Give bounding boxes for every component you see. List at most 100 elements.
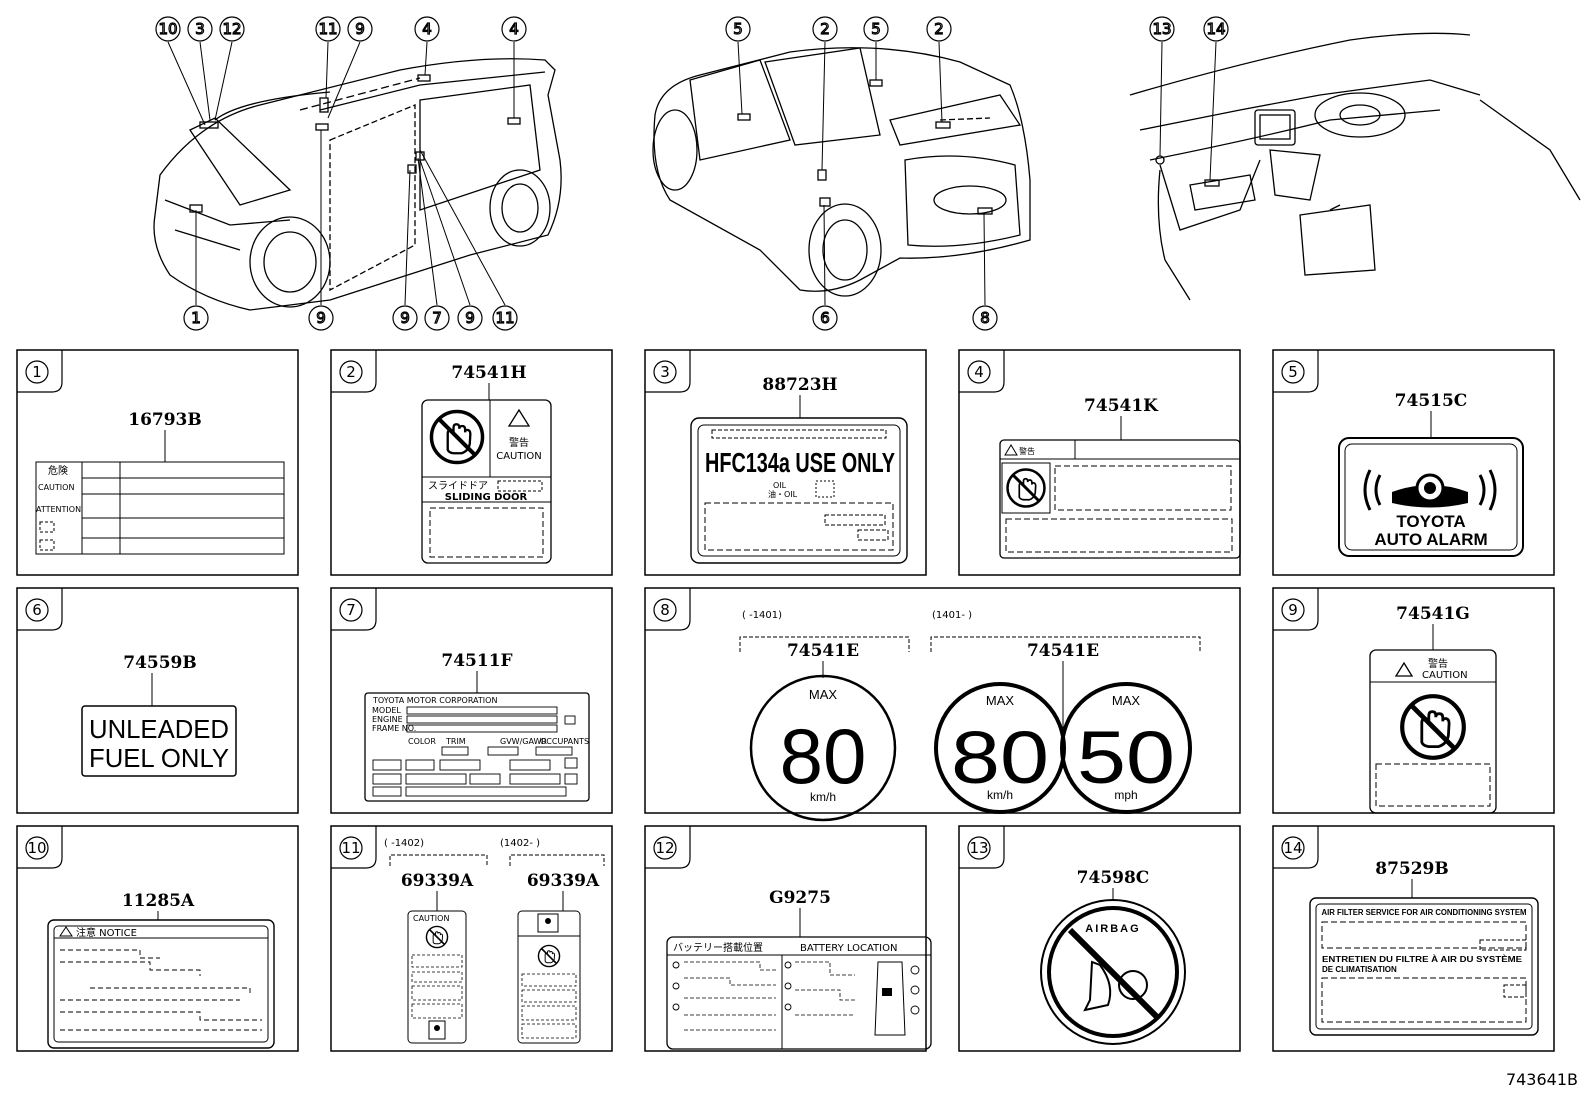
svg-text:6: 6 [32, 601, 42, 619]
panel-tab-3: 3 [645, 350, 691, 393]
panel-10-label: 11285A 注意 NOTICE [47, 891, 275, 1049]
interior-dashboard-view [1129, 32, 1581, 301]
svg-text:km/h: km/h [810, 790, 836, 804]
svg-text:5: 5 [733, 20, 743, 38]
svg-text:88723H: 88723H [762, 375, 837, 395]
panel-7-label: 74511F TOYOTA MOTOR CORPORATION MODEL [364, 651, 590, 802]
panel-1-label: 16793B 危険 CAUTION ATTENTION [35, 410, 285, 555]
svg-text:FUEL ONLY: FUEL ONLY [89, 743, 229, 773]
panel-tab-12: 12 [645, 826, 691, 869]
callout-2: 2 [812, 16, 838, 42]
svg-text:12: 12 [655, 839, 674, 857]
svg-text:74559B: 74559B [123, 653, 197, 673]
svg-text:BATTERY LOCATION: BATTERY LOCATION [800, 943, 897, 954]
panel-3-label: 88723H HFC134a USE ONLY OIL 油・OIL [690, 375, 908, 564]
panel-8-label: ( -1401) (1401- ) 74541E 74541E MAX 80 k… [739, 610, 1201, 822]
panel-11-label: ( -1402) (1402- ) 69339A 69339A CAUTION [384, 838, 605, 1044]
panel-13-label: 74598C AIRBAG [1040, 868, 1186, 1045]
svg-text:80: 80 [780, 712, 867, 800]
front-vehicle-view [153, 58, 562, 311]
panel-tab-14: 14 [1273, 826, 1319, 869]
callout-6: 6 [812, 305, 838, 331]
svg-text:AUTO ALARM: AUTO ALARM [1374, 530, 1487, 549]
label-69339a-late [517, 910, 581, 1044]
panel-5-label: 74515C TOYOTA AUTO ALARM [1338, 391, 1524, 557]
callout-14: 14 [1203, 16, 1229, 42]
panel-tab-5: 5 [1273, 350, 1319, 393]
svg-text:( -1401): ( -1401) [742, 610, 782, 621]
svg-text:ATTENTION: ATTENTION [36, 505, 81, 514]
callout-8: 8 [972, 305, 998, 331]
svg-text:87529B: 87529B [1375, 859, 1449, 879]
panel-tab-2: 2 [331, 350, 377, 393]
panel-tab-1: 1 [17, 350, 63, 393]
svg-text:7: 7 [346, 601, 356, 619]
svg-text:2: 2 [934, 20, 944, 38]
svg-text:警告: 警告 [1428, 657, 1448, 670]
svg-text:13: 13 [969, 839, 988, 857]
svg-text:3: 3 [660, 363, 670, 381]
panel-tab-8: 8 [645, 588, 691, 631]
panel-2-label: 74541H 警告 CAUTION スライドドア SLIDING DOOR [421, 363, 552, 564]
svg-text:( -1402): ( -1402) [384, 838, 424, 849]
svg-text:5: 5 [1288, 363, 1298, 381]
callout-9b: 9 [308, 305, 334, 331]
svg-text:(1402- ): (1402- ) [500, 838, 540, 849]
svg-text:12: 12 [222, 20, 241, 38]
svg-text:(1401- ): (1401- ) [932, 610, 972, 621]
panel-number-tabs: 1 2 3 4 5 6 7 8 9 10 11 12 13 14 [17, 350, 1319, 869]
svg-text:バッテリー搭載位置: バッテリー搭載位置 [673, 941, 763, 954]
speed-sign-80-a: MAX 80 km/h [749, 674, 897, 822]
svg-text:mph: mph [1114, 788, 1137, 802]
svg-text:14: 14 [1206, 20, 1225, 38]
svg-text:13: 13 [1152, 20, 1171, 38]
callout-3: 3 [187, 16, 213, 42]
svg-text:8: 8 [660, 601, 670, 619]
svg-text:16793B: 16793B [128, 410, 202, 430]
svg-text:TOYOTA MOTOR CORPORATION: TOYOTA MOTOR CORPORATION [372, 696, 497, 705]
svg-text:警告: 警告 [1019, 446, 1035, 456]
svg-text:km/h: km/h [987, 788, 1013, 802]
figure-id: 743641B [1505, 1070, 1578, 1089]
svg-text:2: 2 [346, 363, 356, 381]
callout-9: 9 [347, 16, 373, 42]
svg-text:危険: 危険 [48, 465, 68, 477]
rear-vehicle-view [652, 47, 1031, 297]
svg-text:11: 11 [495, 309, 514, 327]
callout-5b: 5 [863, 16, 889, 42]
svg-text:TRIM: TRIM [445, 737, 466, 746]
svg-text:3: 3 [195, 20, 205, 38]
svg-text:10: 10 [27, 839, 46, 857]
svg-text:ENGINE: ENGINE [372, 715, 403, 724]
svg-text:SLIDING DOOR: SLIDING DOOR [445, 492, 528, 503]
svg-text:1: 1 [32, 363, 42, 381]
svg-text:COLOR: COLOR [408, 737, 436, 746]
svg-text:注意 NOTICE: 注意 NOTICE [76, 926, 137, 939]
panel-tab-9: 9 [1273, 588, 1319, 631]
label-69339a-early: CAUTION [407, 910, 467, 1044]
svg-text:6: 6 [820, 309, 830, 327]
svg-text:5: 5 [871, 20, 881, 38]
callout-4: 4 [414, 16, 440, 42]
svg-text:10: 10 [158, 20, 177, 38]
svg-text:MAX: MAX [986, 693, 1015, 708]
vehicle-callouts: 10 3 12 11 9 4 4 1 9 9 7 9 11 5 2 5 2 6 … [155, 16, 1229, 331]
svg-text:4: 4 [974, 363, 984, 381]
svg-text:11: 11 [341, 839, 360, 857]
svg-text:FRAME NO.: FRAME NO. [372, 724, 416, 733]
svg-text:14: 14 [1283, 839, 1302, 857]
svg-text:AIR FILTER SERVICE FOR AIR CON: AIR FILTER SERVICE FOR AIR CONDITIONING … [1322, 908, 1527, 917]
svg-text:9: 9 [400, 309, 410, 327]
callout-9c: 9 [392, 305, 418, 331]
svg-text:1: 1 [191, 309, 201, 327]
svg-text:74541G: 74541G [1396, 604, 1470, 624]
svg-text:TOYOTA: TOYOTA [1396, 512, 1465, 531]
svg-text:11: 11 [318, 20, 337, 38]
callout-4b: 4 [501, 16, 527, 42]
svg-text:4: 4 [509, 20, 519, 38]
panel-tab-10: 10 [17, 826, 63, 869]
svg-text:50: 50 [1077, 716, 1175, 799]
svg-text:CAUTION: CAUTION [1422, 670, 1468, 681]
svg-text:CAUTION: CAUTION [38, 483, 74, 492]
